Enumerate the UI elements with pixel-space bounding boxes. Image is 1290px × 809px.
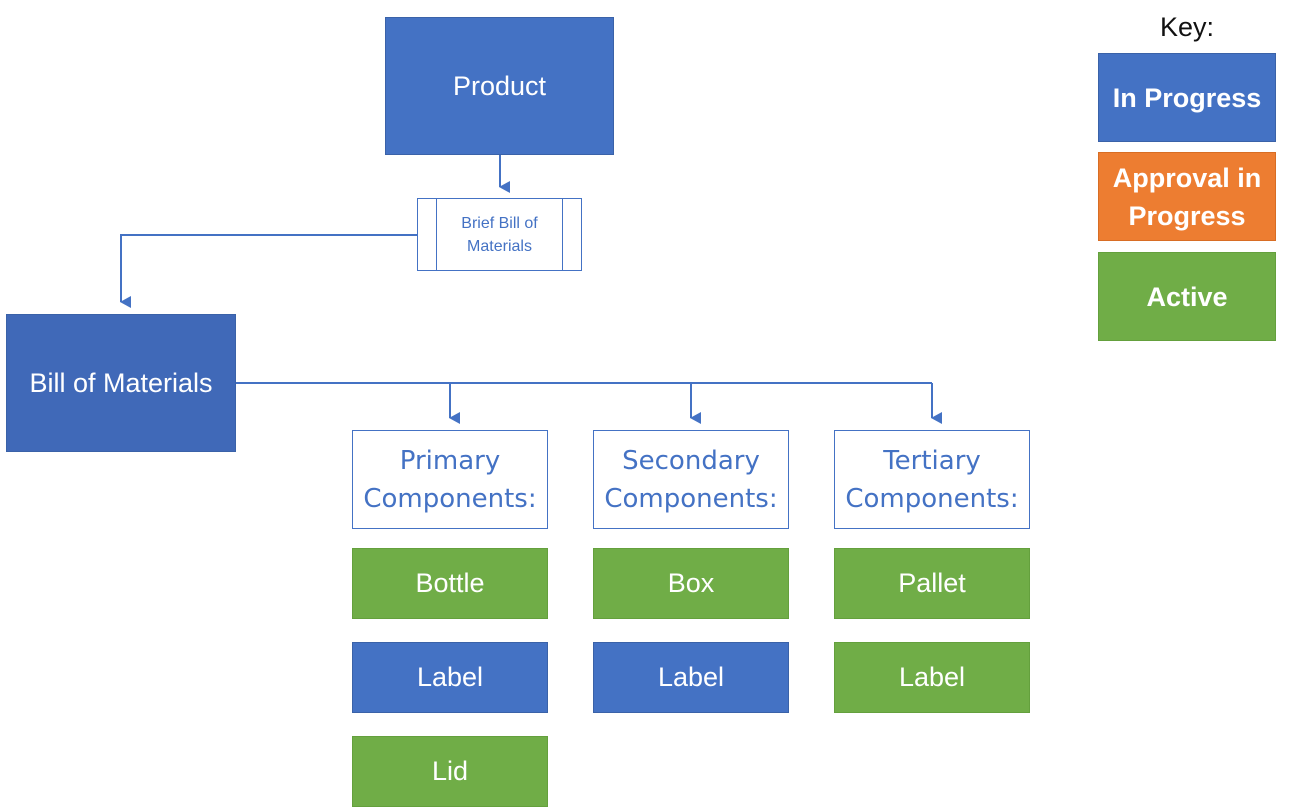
tertiary-item-label: Label [834, 642, 1030, 713]
primary-item-lid: Lid [352, 736, 548, 807]
key-label: Approval in Progress [1112, 162, 1262, 231]
key-title: Key: [1159, 12, 1215, 42]
component-label: Lid [431, 756, 469, 786]
secondary-components-header: Secondary Components: [593, 430, 789, 529]
bom-node: Bill of Materials [6, 314, 236, 452]
key-active: Active [1098, 252, 1276, 341]
component-label: Box [667, 568, 715, 598]
key-in-progress: In Progress [1098, 53, 1276, 142]
key-approval-in-progress: Approval in Progress [1098, 152, 1276, 241]
connector-brief-bom-to-bom [120, 234, 417, 308]
tertiary-components-label: Tertiary Components: [845, 445, 1019, 514]
component-label: Pallet [898, 568, 966, 598]
primary-components-header: Primary Components: [352, 430, 548, 529]
primary-item-label: Label [352, 642, 548, 713]
component-label: Label [416, 662, 484, 692]
bom-label: Bill of Materials [29, 367, 213, 398]
key-label: Active [1146, 281, 1228, 312]
secondary-components-label: Secondary Components: [604, 445, 778, 514]
primary-item-bottle: Bottle [352, 548, 548, 619]
secondary-item-label: Label [593, 642, 789, 713]
primary-components-label: Primary Components: [363, 445, 537, 514]
component-label: Bottle [415, 568, 485, 598]
brief-bom-inner-left [436, 199, 437, 270]
brief-bom-label: Brief Bill of Materials [461, 214, 538, 255]
tertiary-item-pallet: Pallet [834, 548, 1030, 619]
secondary-item-box: Box [593, 548, 789, 619]
tertiary-components-header: Tertiary Components: [834, 430, 1030, 529]
brief-bom-node: Brief Bill of Materials [417, 198, 582, 271]
component-label: Label [657, 662, 725, 692]
brief-bom-inner-right [562, 199, 563, 270]
product-label: Product [452, 70, 547, 101]
product-node: Product [385, 17, 614, 155]
component-label: Label [898, 662, 966, 692]
key-label: In Progress [1112, 82, 1262, 113]
